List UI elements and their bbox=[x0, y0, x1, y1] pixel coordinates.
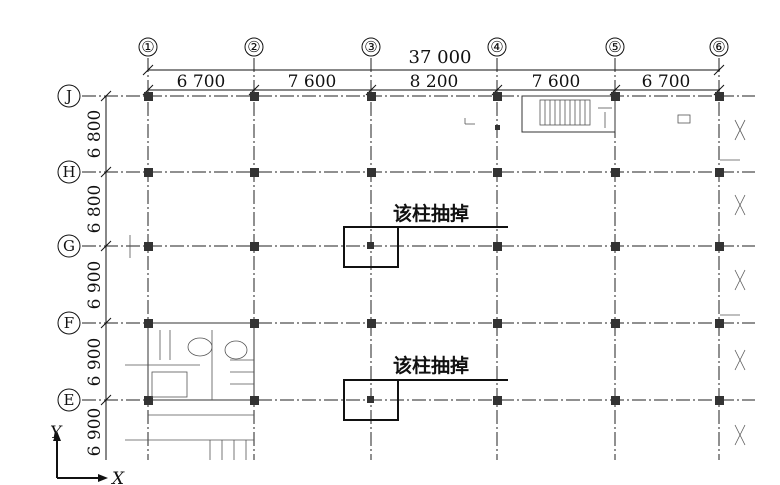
column-G5 bbox=[611, 242, 620, 251]
column-F3 bbox=[367, 319, 376, 328]
column-J1 bbox=[144, 92, 153, 101]
removed-column-box-E3 bbox=[343, 379, 399, 421]
row-grid-G: G bbox=[57, 234, 755, 258]
column-J2 bbox=[250, 92, 259, 101]
column-bubble-1 bbox=[138, 37, 158, 57]
row-grid-J: J bbox=[57, 84, 755, 108]
coordinate-axes: Y X bbox=[50, 423, 125, 485]
column-G1 bbox=[144, 242, 153, 251]
column-bubble-4 bbox=[487, 37, 507, 57]
bay-dimension-1: 6 700 bbox=[177, 72, 226, 92]
row-dimension-1: 6 800 bbox=[85, 110, 105, 159]
column-label-3: ③ bbox=[364, 38, 377, 56]
column-label-4: ④ bbox=[490, 38, 503, 56]
column-F4 bbox=[493, 319, 502, 328]
column-J6 bbox=[715, 92, 724, 101]
column-E3-removed bbox=[367, 396, 374, 403]
y-axis-label: Y bbox=[50, 423, 63, 443]
column-J4 bbox=[493, 92, 502, 101]
row-dimension-3: 6 900 bbox=[85, 261, 105, 310]
row-bubble-F bbox=[57, 311, 81, 335]
column-label-2: ② bbox=[247, 38, 260, 56]
note-remove-column-2: 该柱抽掉 bbox=[393, 354, 469, 377]
bay-dimension-4: 7 600 bbox=[532, 72, 581, 92]
column-H6 bbox=[715, 168, 724, 177]
column-grid-6: ⑥ bbox=[709, 37, 729, 460]
column-G2 bbox=[250, 242, 259, 251]
column-E5 bbox=[611, 396, 620, 405]
row-bubble-J bbox=[57, 84, 81, 108]
row-bubble-H bbox=[57, 160, 81, 184]
column-E6 bbox=[715, 396, 724, 405]
total-dimension-label: 37 000 bbox=[409, 47, 472, 68]
row-label-E: E bbox=[64, 391, 75, 409]
column-E4 bbox=[493, 396, 502, 405]
column-J3 bbox=[367, 92, 376, 101]
note-remove-column-1: 该柱抽掉 bbox=[393, 202, 469, 225]
column-bubble-3 bbox=[361, 37, 381, 57]
column-G3-removed bbox=[367, 242, 374, 249]
row-label-G: G bbox=[63, 237, 75, 255]
row-dimension-5: 6 900 bbox=[85, 408, 105, 457]
row-label-F: F bbox=[64, 314, 74, 332]
x-axis-label: X bbox=[110, 469, 125, 485]
column-label-6: ⑥ bbox=[712, 38, 725, 56]
small-room-marker bbox=[677, 114, 691, 124]
column-H4 bbox=[493, 168, 502, 177]
column-H1 bbox=[144, 168, 153, 177]
column-grid-2: ② bbox=[244, 37, 264, 460]
column-small-J4 bbox=[495, 125, 500, 130]
column-bubble-5 bbox=[605, 37, 625, 57]
row-bubble-E bbox=[57, 388, 81, 412]
bay-dimension-3: 8 200 bbox=[410, 72, 459, 92]
column-F6 bbox=[715, 319, 724, 328]
bay-dimension-2: 7 600 bbox=[288, 72, 337, 92]
column-bubble-2 bbox=[244, 37, 264, 57]
column-H3 bbox=[367, 168, 376, 177]
column-grid-1: ① bbox=[138, 37, 158, 460]
restroom-area bbox=[125, 322, 255, 460]
row-grid-H: H bbox=[57, 160, 755, 184]
removed-column-box-G3 bbox=[343, 226, 399, 268]
row-dimension-2: 6 800 bbox=[85, 185, 105, 234]
bay-dimension-5: 6 700 bbox=[642, 72, 691, 92]
column-H5 bbox=[611, 168, 620, 177]
column-bubble-6 bbox=[709, 37, 729, 57]
column-G6 bbox=[715, 242, 724, 251]
row-label-J: J bbox=[64, 87, 72, 105]
column-label-1: ① bbox=[141, 38, 154, 56]
row-dimension-4: 6 900 bbox=[85, 338, 105, 387]
row-bubble-G bbox=[57, 234, 81, 258]
stair-area bbox=[464, 95, 691, 133]
row-label-H: H bbox=[62, 163, 75, 181]
column-H2 bbox=[250, 168, 259, 177]
right-edge-details bbox=[129, 119, 746, 446]
column-label-5: ⑤ bbox=[608, 38, 621, 56]
column-F5 bbox=[611, 319, 620, 328]
column-G4 bbox=[493, 242, 502, 251]
